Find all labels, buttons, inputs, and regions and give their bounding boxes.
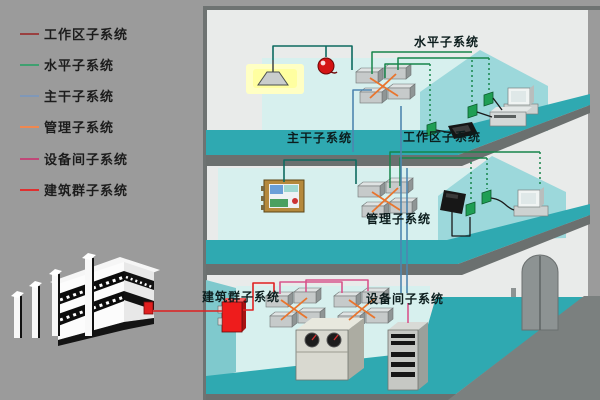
label-horizontal-subsystem: 水平子系统 xyxy=(414,35,480,49)
campus-subsystem-cable xyxy=(153,282,275,312)
label-work-area-subsystem: 工作区子系统 xyxy=(403,130,482,144)
legend-label-backbone: 主干子系统 xyxy=(44,90,115,105)
ceiling-lamp-icon xyxy=(246,60,304,94)
legend-label-management: 管理子系统 xyxy=(44,121,115,136)
campus-cable-junction xyxy=(143,301,154,315)
label-equipment-room-subsystem: 设备间子系统 xyxy=(366,292,445,306)
server-rack-icon xyxy=(387,322,428,391)
dark-teal-device-cables xyxy=(272,45,357,184)
legend-swatch-equipment-room xyxy=(20,157,39,160)
backbone-subsystem-cables xyxy=(352,89,408,293)
door xyxy=(511,254,559,331)
middle-floor-slab xyxy=(206,204,590,264)
building-pillars xyxy=(11,253,96,338)
legend-swatch-horizontal xyxy=(20,63,39,66)
legend-item-campus: 建筑群子系统 xyxy=(20,180,128,199)
work-area-device-cables xyxy=(435,97,515,237)
legend-label-work-area: 工作区子系统 xyxy=(44,28,129,43)
wall-picture-icon xyxy=(261,179,305,213)
label-campus-subsystem: 建筑群子系统 xyxy=(202,290,281,304)
campus-distribution-box xyxy=(217,298,246,333)
bottom-right-corner xyxy=(448,296,600,400)
panel-right-strip xyxy=(588,10,600,296)
label-management-subsystem: 管理子系统 xyxy=(366,212,432,226)
legend-label-horizontal: 水平子系统 xyxy=(44,59,115,74)
printer-icon xyxy=(489,107,532,127)
horizontal-subsystem-cables xyxy=(371,51,541,201)
legend-item-horizontal: 水平子系统 xyxy=(20,55,114,74)
legend-item-equipment-room: 设备间子系统 xyxy=(20,149,128,168)
management-cross-connect-cables xyxy=(280,73,401,321)
telephone-icon xyxy=(440,190,466,214)
building-illustration xyxy=(11,253,160,346)
legend-item-management: 管理子系统 xyxy=(20,117,114,136)
legend-item-backbone: 主干子系统 xyxy=(20,86,114,105)
desktop-computer-middle xyxy=(513,187,549,217)
door-side-fixture xyxy=(511,288,516,297)
legend-swatch-backbone xyxy=(20,94,39,97)
legend-label-equipment-room: 设备间子系统 xyxy=(44,153,129,168)
legend-label-campus: 建筑群子系统 xyxy=(44,184,129,199)
label-backbone-subsystem: 主干子系统 xyxy=(287,131,353,145)
legend-swatch-management xyxy=(20,125,39,128)
legend-swatch-work-area xyxy=(20,32,39,35)
equipment-room-cables xyxy=(279,279,409,323)
legend-item-work-area: 工作区子系统 xyxy=(20,24,128,43)
laptop-icon xyxy=(448,122,478,139)
legend-swatch-campus xyxy=(20,188,39,191)
top-floor-slab xyxy=(206,94,590,155)
fire-alarm-icon xyxy=(317,57,338,75)
equipment-cabinet-icon xyxy=(295,318,364,381)
